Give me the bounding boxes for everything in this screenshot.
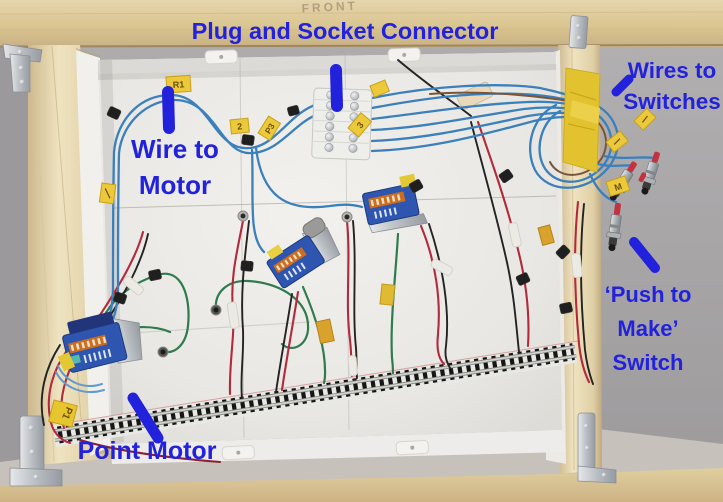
annotation-point-motor: Point Motor xyxy=(77,437,217,465)
arrow-point-motor xyxy=(127,392,164,444)
wire-tag-3: 3 xyxy=(347,111,373,138)
yellow-tape-bundle xyxy=(562,67,601,173)
svg-text:3: 3 xyxy=(355,120,366,130)
svg-text:P3: P3 xyxy=(263,121,277,135)
annotation-arrows xyxy=(127,64,660,444)
wire-tag-p1: P1 xyxy=(48,399,78,428)
push-switch xyxy=(641,151,660,195)
tape-and-tags: R1 2 P3 3 M P1 xyxy=(48,67,657,428)
edge-clips xyxy=(204,47,494,461)
pencil-front-text: FRONT xyxy=(301,0,358,15)
edge-clip xyxy=(387,47,421,63)
arrow-plug-socket xyxy=(330,64,343,112)
cable-clips xyxy=(106,105,573,315)
arrow-wire-to-motor xyxy=(162,86,175,134)
wire-tag-blank xyxy=(605,130,629,153)
cream-wire-clip xyxy=(456,81,494,110)
wire-tag-blank xyxy=(98,182,117,205)
black-wires xyxy=(40,59,594,426)
arrow-wires-to-switches xyxy=(611,74,634,97)
wire-tag-2: 2 xyxy=(229,117,250,135)
crimp-connector xyxy=(638,172,647,183)
point-motor-3 xyxy=(362,173,429,234)
svg-text:R1: R1 xyxy=(172,79,184,90)
annotation-push-to-make: ‘Push to Make’ Switch xyxy=(604,282,692,376)
blue-wires xyxy=(55,84,656,393)
corner-bracket-top-right xyxy=(568,15,589,49)
svg-text:M: M xyxy=(613,181,623,193)
wire-grommets xyxy=(157,210,353,358)
yellow-label xyxy=(266,244,284,260)
point-motor-2 xyxy=(266,217,341,289)
track-sleepers xyxy=(56,343,575,444)
yellow-label xyxy=(57,351,76,372)
corner-bracket-bottom-right xyxy=(577,412,617,484)
svg-text:P1: P1 xyxy=(59,405,74,421)
wire-tag-m: M xyxy=(605,175,631,197)
svg-text:2: 2 xyxy=(237,121,243,131)
right-grey-panel xyxy=(596,42,723,462)
edge-clip xyxy=(395,440,429,456)
wire-tag-blank xyxy=(633,107,657,131)
push-switch xyxy=(606,202,622,252)
annotation-wires-to-switches: Wires to Switches xyxy=(623,58,721,115)
wire-tag-blank xyxy=(369,79,390,98)
top-frame: FRONT xyxy=(0,0,723,48)
arrow-push-to-make xyxy=(629,237,660,273)
wire-tag-orange xyxy=(537,224,555,246)
corner-bracket-bottom-left xyxy=(9,415,63,487)
wire-tag-p3: P3 xyxy=(257,115,282,142)
annotation-plug-socket: Plug and Socket Connector xyxy=(191,18,499,44)
edge-clip xyxy=(221,445,255,461)
wire-tag-yellow xyxy=(379,283,396,306)
bottom-wood-rail xyxy=(0,468,723,502)
edge-clip xyxy=(204,49,238,65)
point-motor-1 xyxy=(57,311,143,373)
annotation-wire-to-motor: Wire to Motor xyxy=(131,134,219,201)
corner-bracket-top-left xyxy=(2,43,43,93)
wire-sleeves xyxy=(122,222,583,377)
wire-tag-orange xyxy=(315,318,335,345)
